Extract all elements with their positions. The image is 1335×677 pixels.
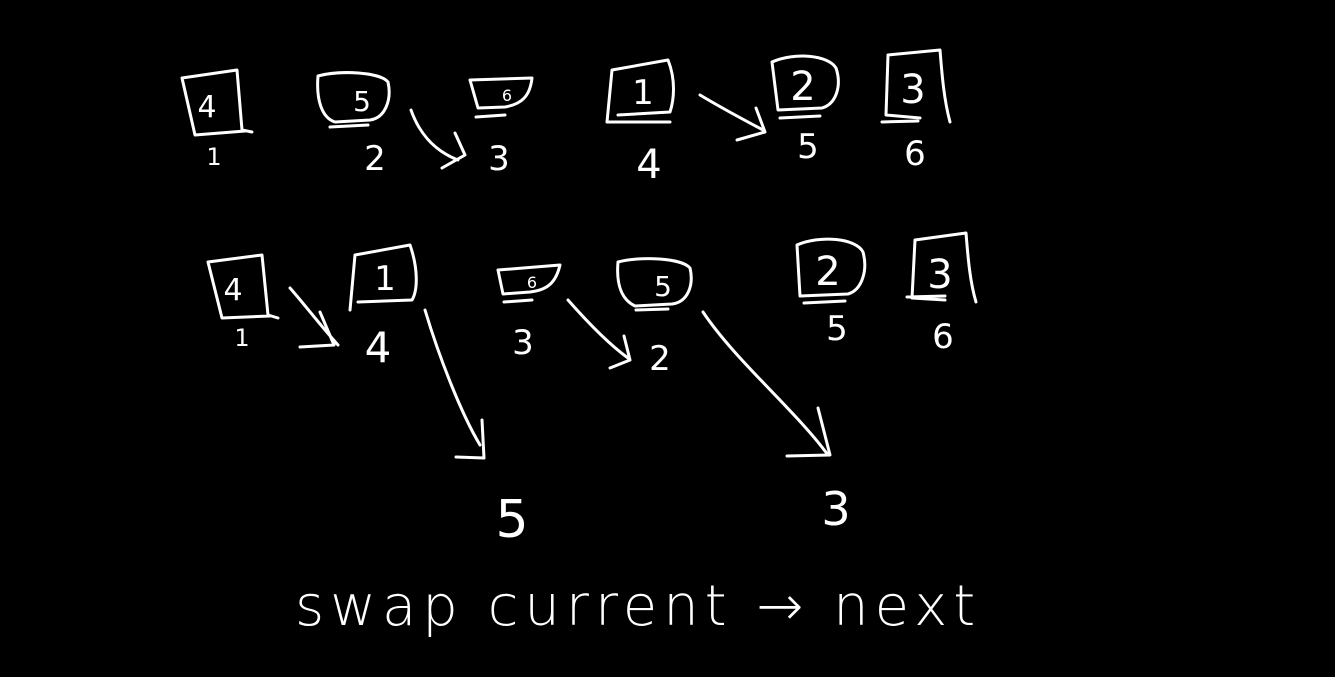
row1-card-4: 1 4 (605, 58, 675, 188)
row1-card-1: 4 1 (180, 68, 254, 171)
row2-card-3-index: 3 (512, 323, 534, 363)
row2-arrow-long-b (701, 310, 832, 458)
row1-arrow-b (698, 93, 767, 142)
row1-arrow-a (409, 108, 467, 170)
row2-card-4: 5 2 (616, 257, 693, 379)
row2-card-3-value: 6 (527, 273, 537, 292)
row2-card-4-index: 2 (649, 339, 671, 379)
row1-card-6-value: 3 (900, 67, 925, 113)
row1-card-4-index: 4 (636, 142, 661, 188)
row2-card-6-index: 6 (932, 317, 954, 357)
row2-card-6: 3 6 (905, 231, 978, 357)
caption-text: swap current → next (295, 574, 981, 639)
row2-card-5-index: 5 (826, 309, 848, 349)
row2-card-4-value: 5 (654, 270, 672, 303)
row1-card-5-index: 5 (797, 127, 819, 167)
row1-card-3: 6 3 (468, 76, 534, 179)
row2-drop-1: 5 (495, 490, 528, 550)
row2-card-2: 1 4 (348, 243, 418, 372)
row2-card-6-value: 3 (927, 252, 952, 298)
row1-card-4-value: 1 (632, 73, 654, 113)
row1-card-3-index: 3 (488, 139, 510, 179)
row2-card-5: 2 5 (795, 237, 867, 349)
row1-card-1-value: 4 (197, 90, 216, 125)
row2-card-2-index: 4 (365, 323, 392, 372)
row2-card-1-value: 4 (223, 273, 242, 308)
row1-card-5: 2 5 (770, 54, 840, 167)
row1-card-2-value: 5 (353, 85, 371, 118)
row2-card-1-index: 1 (234, 324, 249, 352)
row2-arrow-b (566, 298, 632, 370)
row2-arrow-a (288, 286, 340, 349)
row2-drop-2: 3 (821, 482, 850, 536)
row2-card-1: 4 1 (206, 253, 280, 352)
row1-card-3-value: 6 (502, 86, 512, 105)
row1-card-1-index: 1 (206, 143, 221, 171)
row2-card-5-value: 2 (815, 249, 840, 295)
row2-arrow-long-a (423, 308, 486, 460)
row1-card-6-index: 6 (904, 134, 926, 174)
row1-card-6: 3 6 (880, 48, 952, 174)
row1-card-5-value: 2 (790, 64, 815, 110)
row2-card-3: 6 3 (496, 263, 562, 363)
row1-card-2-index: 2 (364, 139, 386, 179)
row1-card-2: 5 2 (316, 71, 391, 179)
row2-card-2-value: 1 (374, 259, 396, 299)
